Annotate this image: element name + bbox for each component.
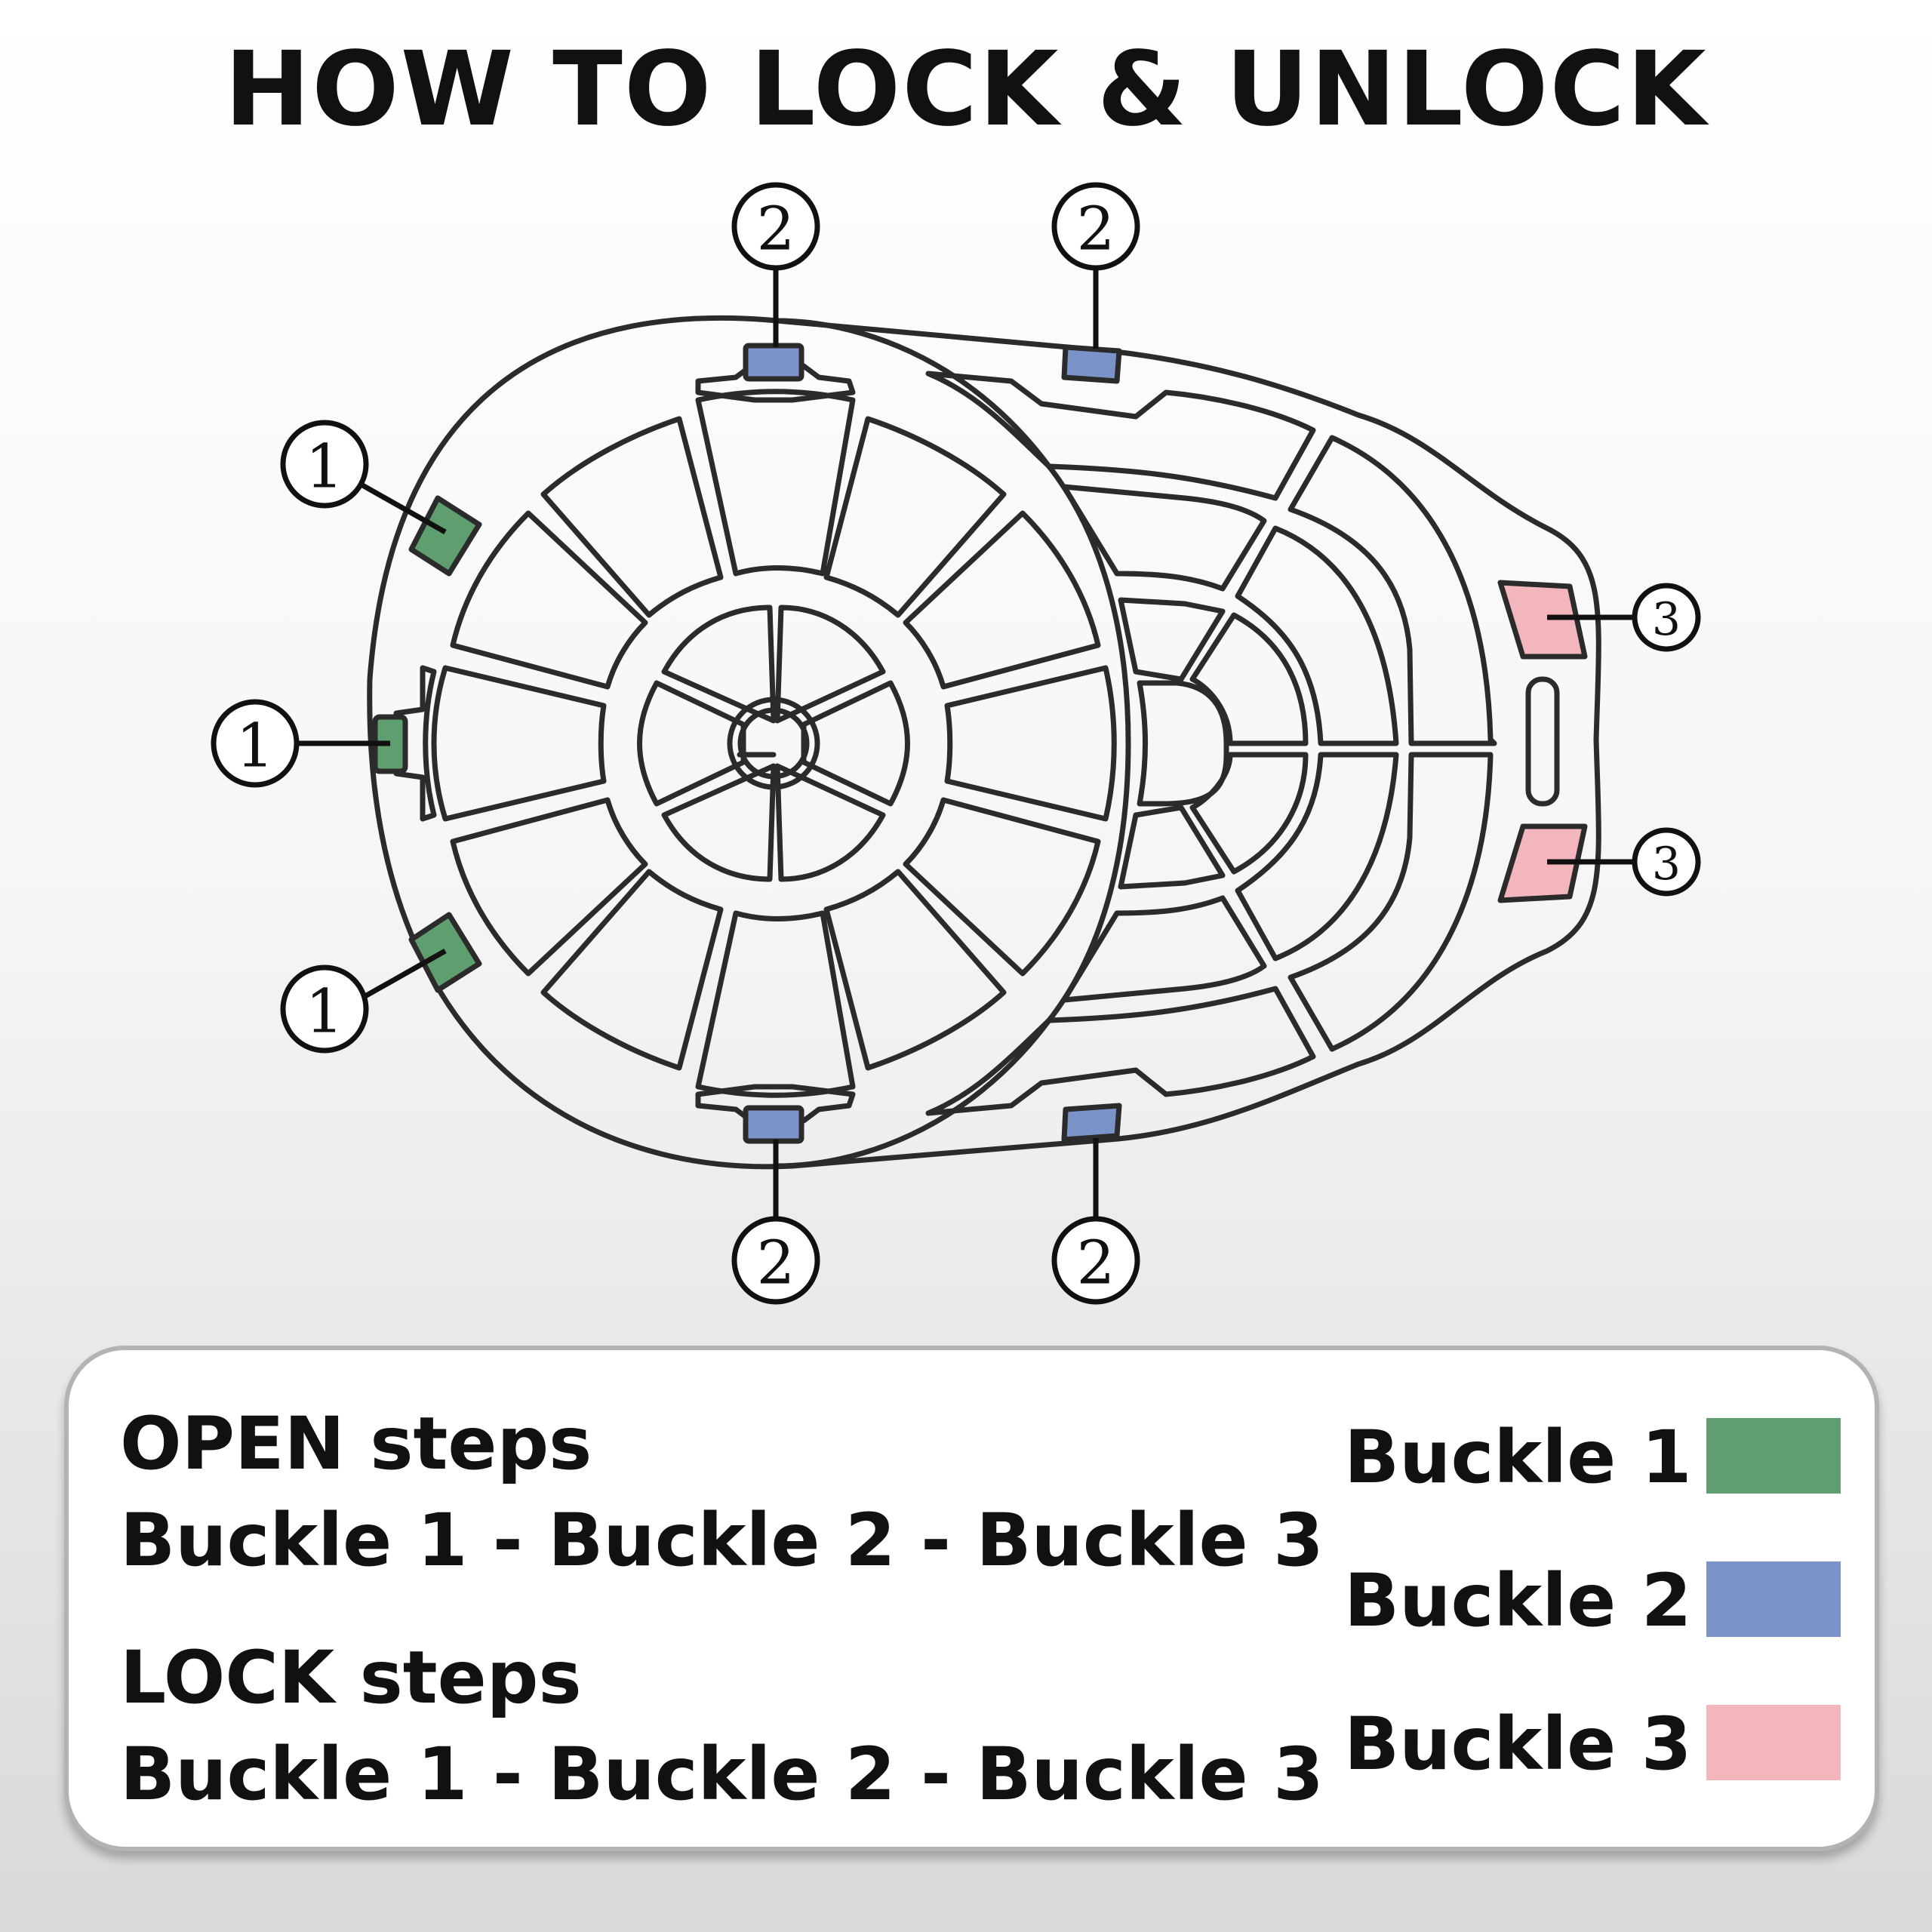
callout-buckle-1-top [280, 420, 369, 509]
lock-steps-heading: LOCK steps [120, 1635, 582, 1720]
shell-outline [367, 315, 1601, 1170]
callout-label: 3 [1652, 593, 1681, 646]
callout-label: 2 [1077, 194, 1115, 264]
open-steps-heading: OPEN steps [120, 1401, 592, 1486]
callout-buckle-3-bottom [1632, 827, 1701, 897]
callout-buckle-2-top-left [731, 182, 820, 271]
callout-buckle-3-top [1632, 583, 1701, 652]
legend-key-label: Buckle 3 [1344, 1702, 1692, 1786]
callout-label: 1 [306, 432, 344, 502]
legend-key-label: Buckle 1 [1344, 1415, 1692, 1500]
callout-label: 3 [1652, 838, 1681, 891]
legend-panel: OPEN steps Buckle 1 - Buckle 2 - Buckle … [64, 1346, 1879, 1851]
buckle-2-bottom-left [743, 1105, 804, 1144]
callout-label: 1 [236, 711, 275, 781]
buckle-2-top-left [743, 343, 804, 382]
open-steps-sequence: Buckle 1 - Buckle 2 - Buckle 3 [120, 1498, 1324, 1583]
callout-label: 2 [757, 1228, 795, 1298]
callout-label: 2 [1077, 1228, 1115, 1298]
buckle-3-top [1497, 580, 1588, 660]
callout-buckle-1-middle [211, 699, 300, 788]
lock-steps-sequence: Buckle 1 - Buckle 2 - Buckle 3 [120, 1732, 1324, 1817]
callout-buckle-2-bottom-right [1051, 1216, 1140, 1305]
page-title: HOW TO LOCK & UNLOCK [224, 30, 1708, 149]
callout-buckle-1-bottom [280, 964, 369, 1054]
buckle-1-swatch [1706, 1418, 1841, 1494]
buckle-2-top-right [1061, 344, 1122, 384]
legend-key-label: Buckle 2 [1344, 1558, 1692, 1643]
buckle-3-bottom [1497, 823, 1588, 903]
buckle-3-swatch [1706, 1705, 1841, 1780]
legend-key-buckle-1: Buckle 1 [1344, 1418, 1842, 1497]
buckle-2-bottom-right [1061, 1103, 1122, 1143]
legend-key-buckle-3: Buckle 3 [1344, 1705, 1842, 1783]
callout-label: 1 [306, 977, 344, 1047]
callout-buckle-2-top-right [1051, 182, 1140, 271]
buckle-diagram: 1 1 1 2 2 2 2 3 3 [211, 182, 1701, 1305]
callout-buckle-2-bottom-left [731, 1216, 820, 1305]
buckle-2-swatch [1706, 1561, 1841, 1637]
legend-key-buckle-2: Buckle 2 [1344, 1561, 1842, 1640]
buckle-1-top [408, 495, 482, 577]
callout-label: 2 [757, 194, 795, 264]
inner-rim [925, 371, 1316, 501]
